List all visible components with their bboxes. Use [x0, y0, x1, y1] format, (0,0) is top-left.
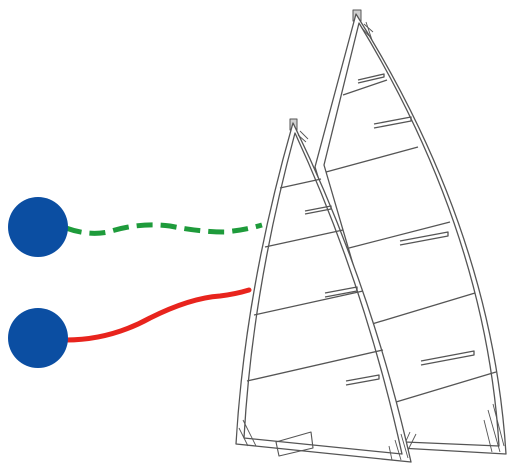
- main-sail-outline: [314, 13, 507, 455]
- front-sail-corner-patch: [238, 130, 409, 461]
- batten: [324, 286, 358, 298]
- front-sail-battens: [304, 205, 380, 386]
- batten: [304, 205, 332, 215]
- main-sail-seam: [325, 146, 419, 173]
- main-sail-seam: [342, 79, 388, 96]
- batten: [357, 73, 385, 84]
- main-sail-seam: [348, 221, 451, 249]
- front-sail: [235, 118, 412, 463]
- batten: [373, 116, 412, 129]
- batten: [420, 350, 475, 366]
- batten: [399, 231, 449, 246]
- lower-solid-line: [63, 287, 252, 343]
- batten: [345, 374, 380, 386]
- upper-dashed-line: [65, 222, 263, 236]
- front-sail-inner-outline: [243, 132, 403, 455]
- main-sail-inner-outline: [323, 22, 500, 447]
- lower-marker: [8, 308, 68, 368]
- front-sail-window: [275, 431, 314, 457]
- upper-marker: [8, 197, 68, 257]
- front-sail-seam: [246, 349, 384, 382]
- main-sail-battens: [357, 73, 475, 366]
- front-sail-seam: [264, 229, 344, 248]
- main-sail-seam: [371, 292, 476, 325]
- main-sail-seam: [395, 371, 497, 403]
- main-sail-back: [314, 9, 507, 455]
- front-sail-seam: [253, 290, 364, 316]
- front-sail-seam: [279, 178, 322, 189]
